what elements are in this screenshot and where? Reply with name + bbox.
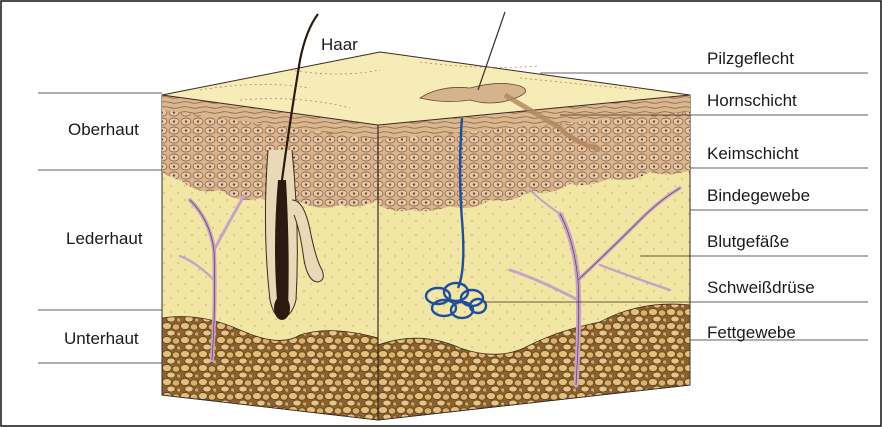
label-schweissdruese: Schweißdrüse xyxy=(707,278,815,297)
label-bindegewebe: Bindegewebe xyxy=(707,186,810,205)
label-unterhaut: Unterhaut xyxy=(64,329,139,348)
label-lederhaut: Lederhaut xyxy=(66,229,143,248)
label-fettgewebe: Fettgewebe xyxy=(707,323,796,342)
label-hornschicht: Hornschicht xyxy=(707,91,797,110)
label-blutgefaesse: Blutgefäße xyxy=(707,232,789,251)
label-oberhaut: Oberhaut xyxy=(68,120,139,139)
label-haar: Haar xyxy=(321,35,358,54)
label-keimschicht: Keimschicht xyxy=(707,144,799,163)
label-pilzgeflecht: Pilzgeflecht xyxy=(707,49,794,68)
right-face xyxy=(378,95,690,420)
